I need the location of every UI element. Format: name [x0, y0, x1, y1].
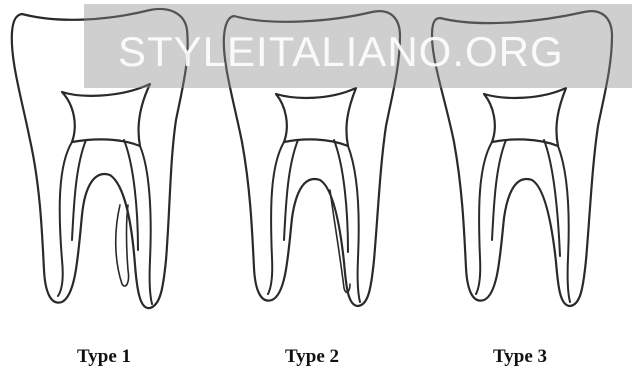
type-label-2: Type 2	[285, 346, 339, 367]
watermark-text: STYLEITALIANO.ORG	[118, 28, 564, 75]
tooth-3-pulp-chamber	[484, 88, 566, 146]
tooth-1-accessory-canal	[116, 205, 129, 286]
watermark: STYLEITALIANO.ORG	[84, 4, 632, 88]
type-labels: Type 1 Type 2 Type 3	[77, 346, 547, 367]
type-label-1: Type 1	[77, 346, 131, 367]
type-label-3: Type 3	[493, 346, 547, 367]
tooth-2-pulp-chamber	[276, 88, 356, 146]
